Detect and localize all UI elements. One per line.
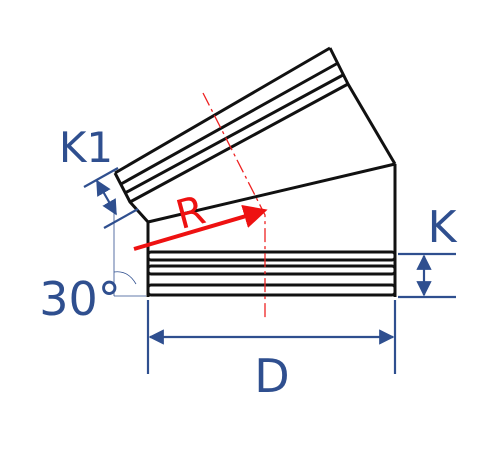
- lower-rib-3: [146, 283, 397, 297]
- k1-extension-top: [83, 167, 119, 188]
- k1-extension-bottom: [103, 208, 139, 229]
- upper-top-edge: [328, 47, 397, 165]
- upper-end-cap: [113, 172, 150, 224]
- lower-rib-1: [146, 250, 397, 262]
- k1-dimension-line: [96, 179, 117, 216]
- k1-label: K1: [59, 123, 113, 172]
- radius-arrow: [133, 204, 268, 251]
- k-dimension: [398, 252, 456, 299]
- radius-label: R: [171, 187, 210, 239]
- angle-label: 30°: [39, 272, 121, 326]
- lower-pipe-segment: [146, 164, 397, 297]
- d-dimension: [146, 300, 397, 374]
- k-label: K: [428, 202, 458, 253]
- k1-dimension: [83, 167, 139, 229]
- upper-rib-1: [114, 46, 331, 175]
- lower-rib-2: [146, 264, 397, 276]
- upper-rib-3: [124, 73, 344, 195]
- upper-pipe-segment: [113, 46, 397, 224]
- upper-rib-4: [129, 82, 349, 204]
- segment-seam: [147, 162, 396, 224]
- angle-marker: [113, 200, 146, 297]
- d-label: D: [254, 349, 289, 403]
- upper-rib-2: [120, 61, 339, 186]
